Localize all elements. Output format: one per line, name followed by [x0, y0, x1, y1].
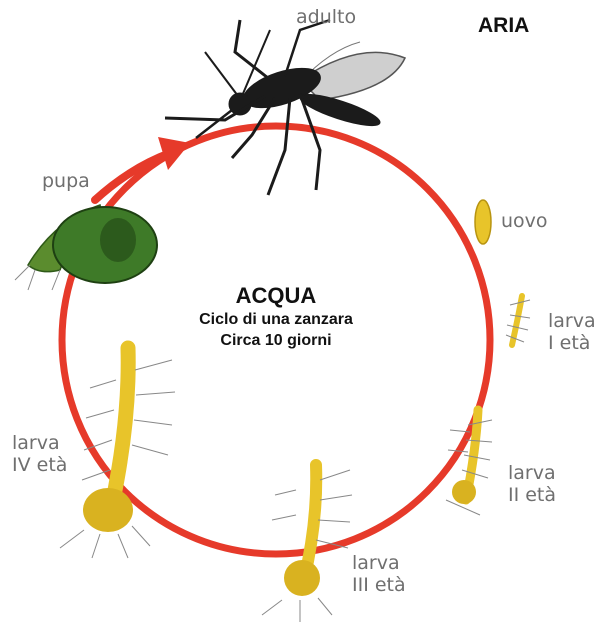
label-larva-3-line1: larva: [352, 552, 406, 574]
center-title: ACQUA: [176, 283, 376, 309]
label-larva-2-line2: II età: [508, 484, 556, 506]
label-larva-2-line1: larva: [508, 462, 556, 484]
center-line-1: Ciclo di una zanzara: [176, 309, 376, 330]
label-uovo: uovo: [501, 210, 548, 232]
label-larva-4-line1: larva: [12, 432, 67, 454]
label-larva-1-line2: I età: [548, 332, 596, 354]
label-larva-1: larva I età: [548, 310, 596, 354]
label-adulto: adulto: [296, 6, 356, 28]
pupa-illustration: [15, 205, 157, 290]
center-line-2: Circa 10 giorni: [176, 330, 376, 351]
larva-1-illustration: [506, 296, 530, 345]
label-larva-3: larva III età: [352, 552, 406, 596]
egg-illustration: [475, 200, 491, 244]
label-larva-3-line2: III età: [352, 574, 406, 596]
label-pupa: pupa: [42, 170, 90, 192]
label-aria: ARIA: [478, 14, 548, 38]
center-text: ACQUA Ciclo di una zanzara Circa 10 gior…: [176, 283, 376, 351]
label-larva-4-line2: IV età: [12, 454, 67, 476]
label-larva-2: larva II età: [508, 462, 556, 506]
mosquito-adult-illustration: [165, 20, 405, 195]
larva-4-illustration: [60, 348, 175, 558]
label-larva-1-line1: larva: [548, 310, 596, 332]
label-larva-4: larva IV età: [12, 432, 67, 476]
transition-arrow: [95, 137, 190, 200]
